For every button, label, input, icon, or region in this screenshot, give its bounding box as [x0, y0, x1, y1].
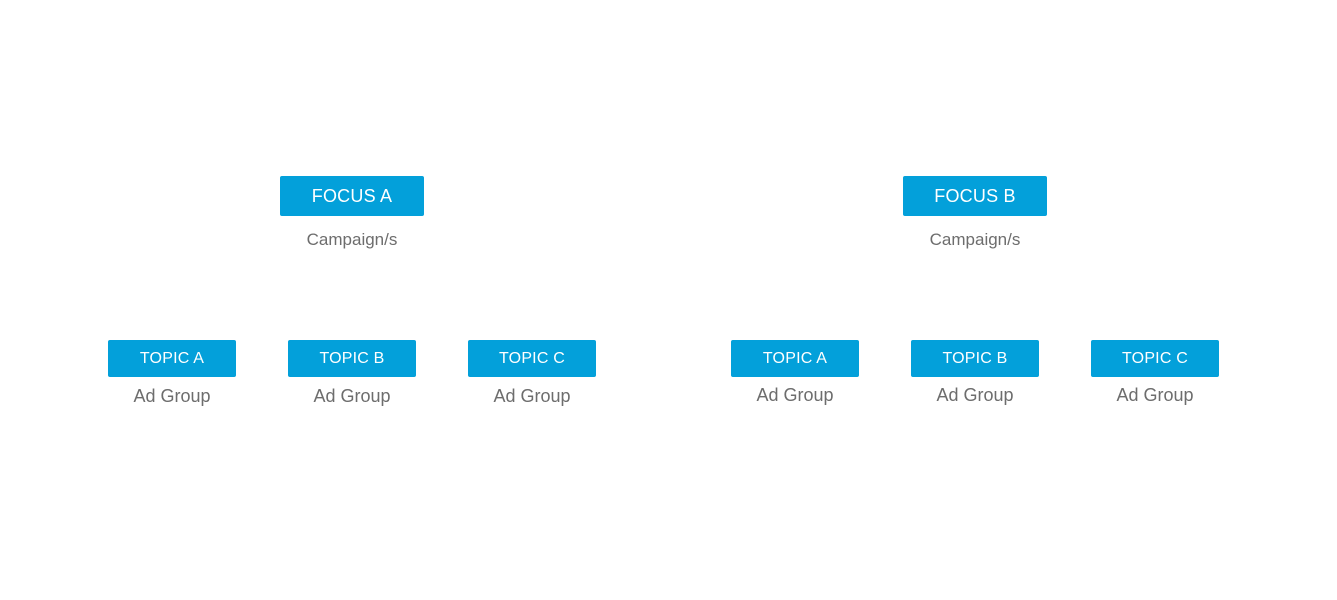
focus-a-topic-b-box: TOPIC B: [288, 340, 416, 377]
focus-b-box: FOCUS B: [903, 176, 1047, 216]
focus-a-topic-a-caption: Ad Group: [133, 386, 211, 406]
focus-b-topic-b-caption: Ad Group: [936, 385, 1014, 405]
focus-a-topic-a-box: TOPIC A: [108, 340, 236, 377]
focus-b-topic-c-caption: Ad Group: [1116, 385, 1194, 405]
focus-a-box: FOCUS A: [280, 176, 424, 216]
focus-a-topic-c-box: TOPIC C: [468, 340, 596, 377]
focus-a-topic-c-caption: Ad Group: [493, 386, 571, 406]
focus-a-caption: Campaign/s: [306, 230, 398, 249]
focus-b-topic-b-box: TOPIC B: [911, 340, 1039, 377]
focus-b-topic-a-box: TOPIC A: [731, 340, 859, 377]
focus-b-caption: Campaign/s: [929, 230, 1021, 249]
focus-a-topic-b-caption: Ad Group: [313, 386, 391, 406]
focus-b-topic-c-box: TOPIC C: [1091, 340, 1219, 377]
focus-b-topic-a-caption: Ad Group: [756, 385, 834, 405]
